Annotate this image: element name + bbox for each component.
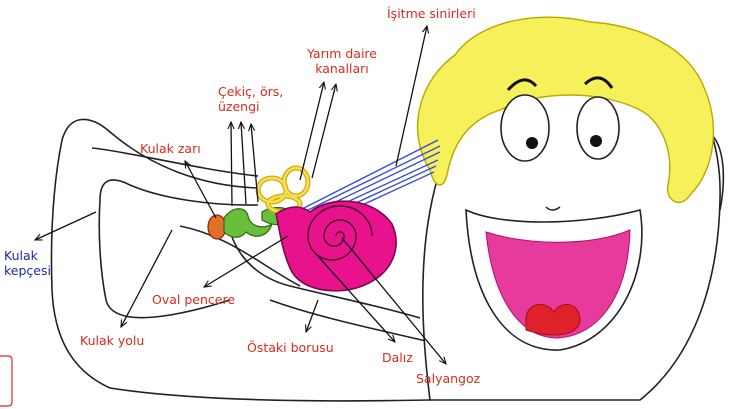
label-kulak-zari: Kulak zarı: [140, 141, 201, 156]
label-ostaki-borusu: Östaki borusu: [247, 340, 334, 355]
label-kulak-kepcesi: Kulak kepçesi: [4, 248, 51, 278]
label-daliz: Dalız: [382, 350, 413, 365]
eyes: [500, 76, 620, 211]
pointer-lines: [35, 26, 446, 364]
label-salyangoz: Salyangoz: [416, 371, 481, 386]
label-cekic-ors-uzengi: Çekiç, örs, üzengi: [218, 84, 283, 114]
label-kulak-yolu: Kulak yolu: [80, 333, 145, 348]
label-kulak-line2: kepçesi: [4, 263, 51, 278]
label-kulak-line1: Kulak: [4, 248, 38, 263]
cochlea: [275, 200, 397, 292]
hair: [416, 16, 715, 204]
label-yarim-daire-line1: Yarım daire: [307, 46, 377, 61]
label-yarim-daire-kanallari: Yarım daire kanalları: [296, 46, 388, 76]
label-cekic-line1: Çekiç, örs,: [218, 84, 284, 99]
label-yarim-daire-line2: kanalları: [315, 61, 369, 76]
mouth: [465, 208, 643, 351]
label-isitme-sinirleri: İşitme sinirleri: [387, 6, 476, 21]
frame-corner: [0, 355, 13, 407]
label-cekic-line2: üzengi: [218, 99, 260, 114]
label-oval-pencere: Oval pencere: [152, 292, 236, 307]
outer-ear-outline: [50, 118, 431, 402]
